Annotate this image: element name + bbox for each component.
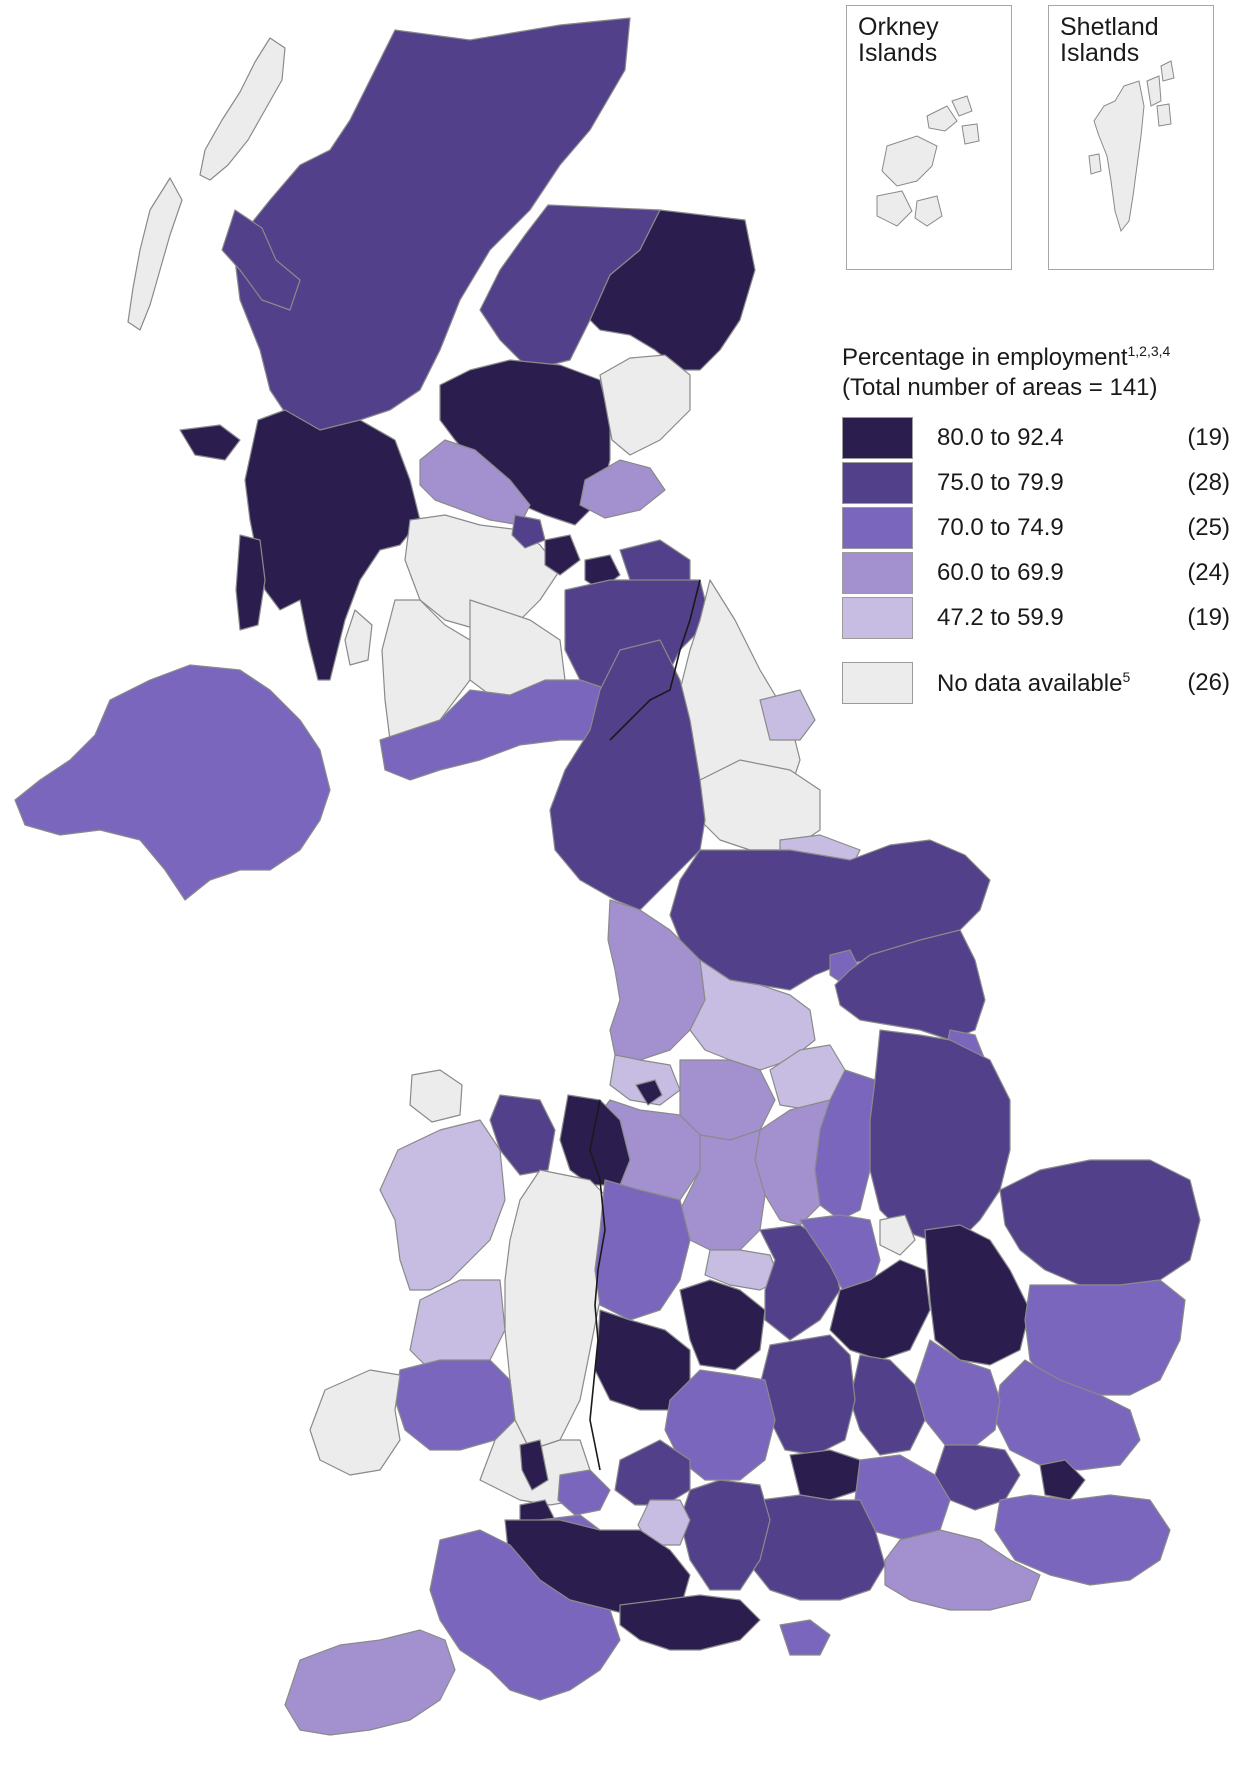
region-lancashire bbox=[607, 899, 706, 1061]
region-sussex bbox=[884, 1529, 1041, 1611]
inset-orkney-label: Orkney Islands bbox=[858, 14, 1008, 66]
region-northants bbox=[829, 1259, 931, 1361]
inset-shetland-label: Shetland Islands bbox=[1060, 14, 1210, 66]
region-leicestershire bbox=[799, 1214, 881, 1296]
legend-swatch bbox=[842, 507, 913, 549]
legend-count: (25) bbox=[1187, 514, 1230, 541]
legend-class-5: 47.2 to 59.9 (19) bbox=[842, 597, 1232, 642]
legend-title-footnotes: 1,2,3,4 bbox=[1127, 343, 1171, 359]
legend-swatch bbox=[842, 462, 913, 504]
region-islay-arran bbox=[344, 609, 373, 666]
legend-range: 75.0 to 79.9 bbox=[937, 469, 1064, 496]
legend-range: 70.0 to 74.9 bbox=[937, 514, 1064, 541]
region-gwynedd bbox=[379, 1119, 506, 1291]
region-skye bbox=[221, 209, 301, 311]
region-cardiff bbox=[557, 1469, 611, 1516]
region-east-riding bbox=[834, 929, 986, 1041]
region-bristol bbox=[614, 1439, 691, 1506]
region-outer-hebrides bbox=[199, 37, 286, 181]
legend-no-data: No data available5 (26) bbox=[842, 662, 1232, 707]
region-pembrokeshire bbox=[309, 1369, 401, 1476]
map-legend: Percentage in employment1,2,3,4 (Total n… bbox=[842, 336, 1232, 707]
region-cumbria bbox=[549, 639, 706, 911]
legend-swatch bbox=[842, 552, 913, 594]
region-west-lothian bbox=[544, 534, 581, 576]
region-outer-hebrides-south bbox=[127, 177, 183, 331]
region-kintyre bbox=[235, 534, 266, 631]
region-merseyside bbox=[609, 1054, 681, 1106]
region-kent bbox=[994, 1494, 1171, 1586]
legend-count: (19) bbox=[1187, 424, 1230, 451]
orkney-islands-shape bbox=[876, 95, 980, 227]
inset-orkney: Orkney Islands bbox=[846, 5, 1012, 270]
legend-class-4: 60.0 to 69.9 (24) bbox=[842, 552, 1232, 597]
region-isle-of-wight bbox=[779, 1619, 831, 1656]
region-county-durham bbox=[699, 759, 821, 851]
region-peterborough bbox=[879, 1214, 916, 1256]
region-powys bbox=[504, 1169, 611, 1451]
country-borders bbox=[589, 579, 701, 1471]
legend-range: 60.0 to 69.9 bbox=[937, 559, 1064, 586]
legend-class-1: 80.0 to 92.4 (19) bbox=[842, 417, 1232, 462]
region-wirral-pocket bbox=[635, 1079, 663, 1106]
region-lincolnshire bbox=[869, 1029, 1011, 1241]
legend-count: (26) bbox=[1187, 669, 1230, 696]
inset-shetland-label-line2: Islands bbox=[1060, 39, 1140, 67]
region-worcestershire bbox=[679, 1279, 766, 1371]
region-greater-manchester bbox=[679, 1059, 776, 1141]
legend-range: 47.2 to 59.9 bbox=[937, 604, 1064, 631]
region-angus-dundee bbox=[599, 354, 691, 456]
inset-shetland: Shetland Islands bbox=[1048, 5, 1214, 270]
region-tyneside bbox=[759, 689, 816, 741]
region-clackmannan bbox=[511, 514, 546, 549]
region-ceredigion bbox=[409, 1279, 506, 1371]
region-suffolk bbox=[1024, 1279, 1186, 1396]
legend-count: (19) bbox=[1187, 604, 1230, 631]
region-east-lothian bbox=[619, 539, 691, 586]
region-anglesey bbox=[409, 1069, 463, 1123]
region-cambridgeshire bbox=[924, 1224, 1031, 1366]
region-thames-estuary bbox=[1039, 1459, 1086, 1501]
inset-orkney-label-line1: Orkney bbox=[858, 13, 939, 41]
region-devon bbox=[429, 1529, 621, 1701]
region-mull bbox=[179, 424, 241, 461]
region-shropshire bbox=[594, 1179, 691, 1321]
region-somerset-north bbox=[637, 1499, 691, 1546]
legend-subtitle: (Total number of areas = 141) bbox=[842, 374, 1158, 401]
region-northern-ireland bbox=[14, 664, 331, 901]
legend-range: 80.0 to 92.4 bbox=[937, 424, 1064, 451]
legend-no-data-label: No data available bbox=[937, 670, 1123, 697]
region-conwy-denbigh bbox=[489, 1094, 556, 1176]
region-bridgend bbox=[519, 1439, 549, 1491]
region-cornwall bbox=[284, 1629, 456, 1736]
legend-class-3: 70.0 to 74.9 (25) bbox=[842, 507, 1232, 552]
region-staffordshire bbox=[679, 1129, 766, 1251]
legend-no-data-footnote: 5 bbox=[1122, 669, 1131, 685]
shetland-islands-shape bbox=[1088, 60, 1175, 233]
region-bucks bbox=[849, 1354, 926, 1456]
legend-swatch bbox=[842, 597, 913, 639]
region-norfolk bbox=[999, 1159, 1201, 1286]
legend-title-text: Percentage in employment bbox=[842, 344, 1128, 371]
region-dumfries bbox=[379, 679, 641, 781]
inset-orkney-label-line2: Islands bbox=[858, 39, 938, 67]
legend-swatch bbox=[842, 662, 913, 704]
legend-swatch bbox=[842, 417, 913, 459]
region-berkshire bbox=[789, 1449, 861, 1501]
legend-range: No data available5 bbox=[937, 669, 1130, 698]
inset-shetland-label-line1: Shetland bbox=[1060, 13, 1159, 41]
region-oxfordshire bbox=[759, 1334, 856, 1456]
region-carmarthen bbox=[394, 1359, 516, 1451]
legend-count: (24) bbox=[1187, 559, 1230, 586]
region-wiltshire bbox=[679, 1479, 771, 1591]
legend-title: Percentage in employment1,2,3,4 bbox=[842, 336, 1232, 373]
legend-count: (28) bbox=[1187, 469, 1230, 496]
region-dorset bbox=[619, 1594, 761, 1651]
region-fife bbox=[579, 459, 666, 519]
legend-class-2: 75.0 to 79.9 (28) bbox=[842, 462, 1232, 507]
